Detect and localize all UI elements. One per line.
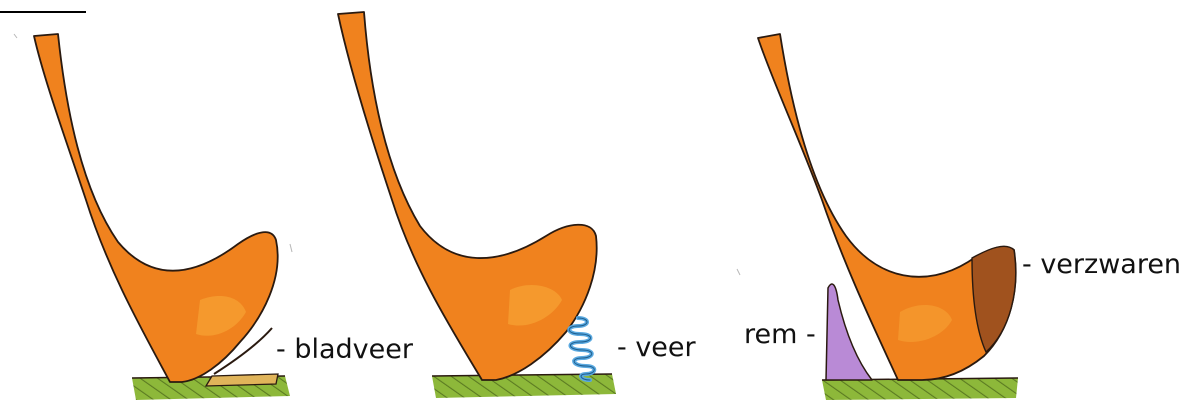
label-veer: - veer [617, 334, 696, 361]
figure-leaf-spring [34, 34, 290, 400]
ground-3 [822, 378, 1018, 400]
coil-spring [569, 318, 594, 380]
lever-body-2 [338, 12, 597, 380]
lever-body-1 [34, 34, 278, 382]
label-verzwaren: - verzwaren [1022, 251, 1181, 278]
label-bladveer: - bladveer [276, 336, 413, 363]
label-rem: rem - [744, 321, 816, 348]
ground-2 [432, 374, 616, 398]
